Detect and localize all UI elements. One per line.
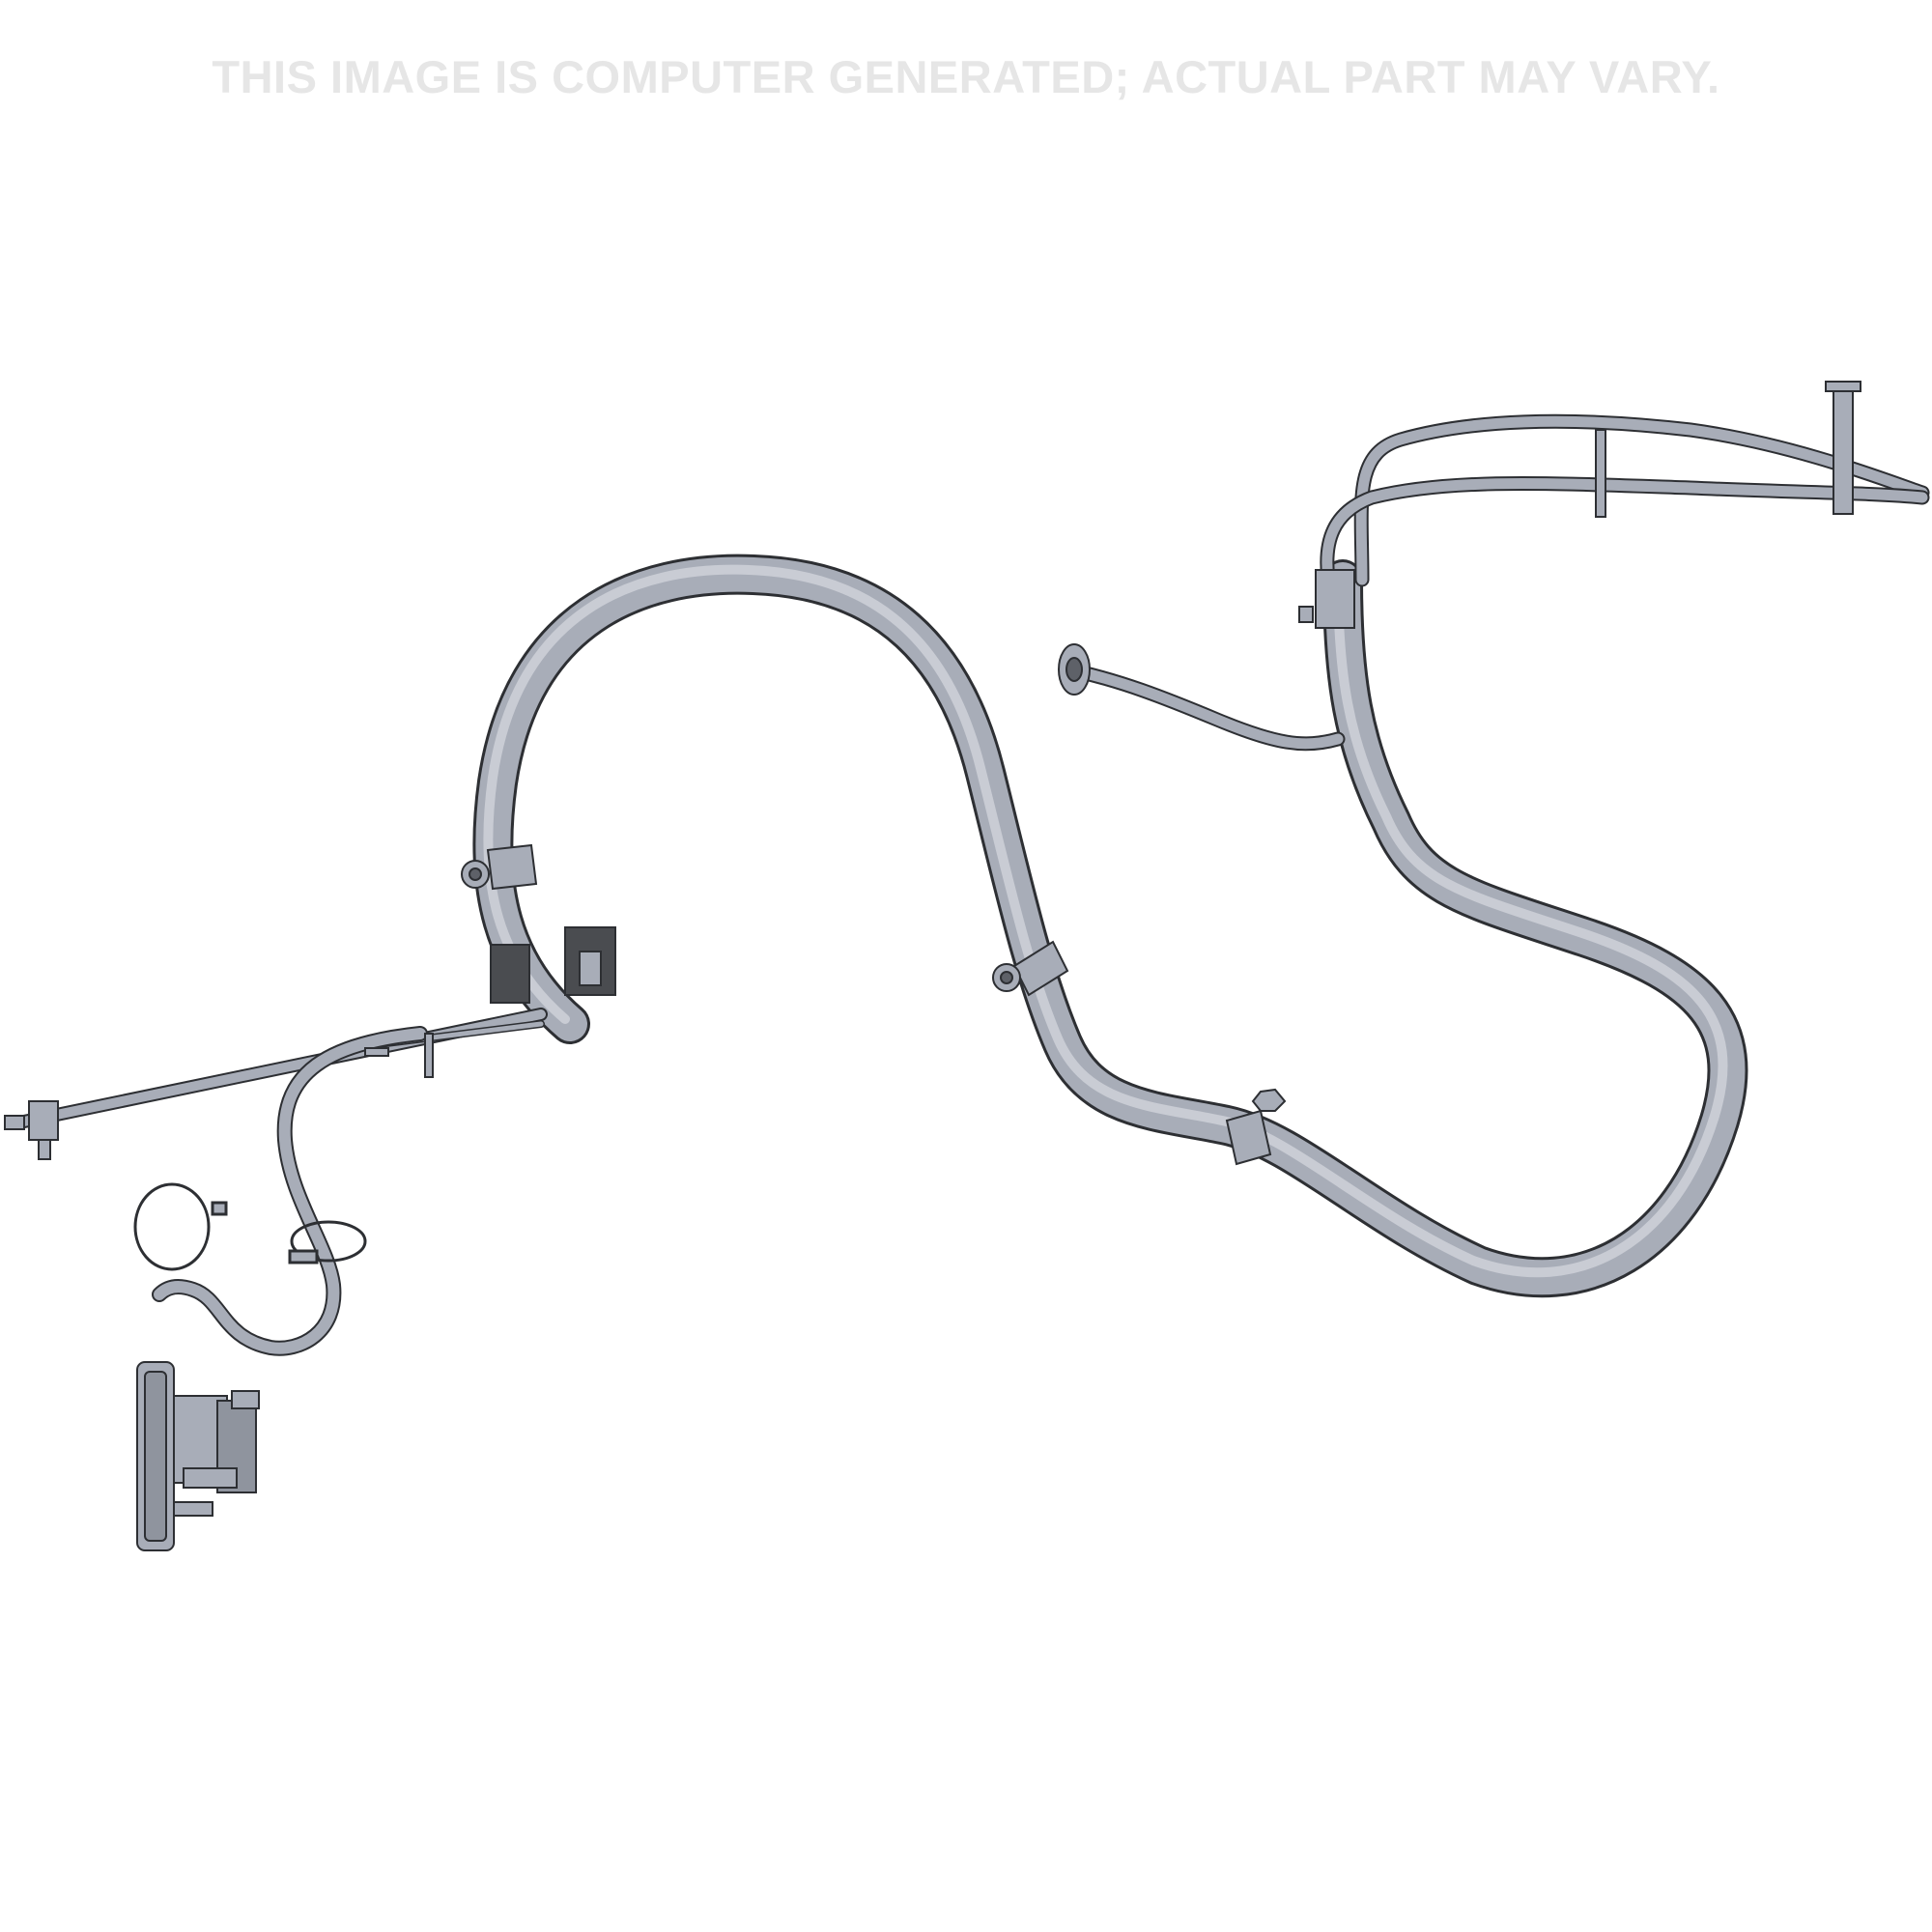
rod-end-bolt bbox=[4, 1100, 59, 1160]
main-hose bbox=[472, 554, 1748, 1298]
upper-right-hoses bbox=[1069, 413, 1930, 752]
hose-end-fitting bbox=[1058, 643, 1091, 696]
main-hose-clamps bbox=[461, 843, 1287, 1166]
lower-left-hose bbox=[152, 1026, 428, 1356]
rod-clips bbox=[364, 1033, 434, 1078]
pump-module bbox=[136, 1361, 260, 1551]
mounting-bracket bbox=[490, 926, 616, 1004]
hose-clamp-rings bbox=[133, 1182, 367, 1271]
upper-hose-clamps bbox=[1298, 429, 1606, 629]
disclaimer-text: THIS IMAGE IS COMPUTER GENERATED; ACTUAL… bbox=[212, 51, 1720, 102]
tee-fitting bbox=[1825, 381, 1861, 515]
